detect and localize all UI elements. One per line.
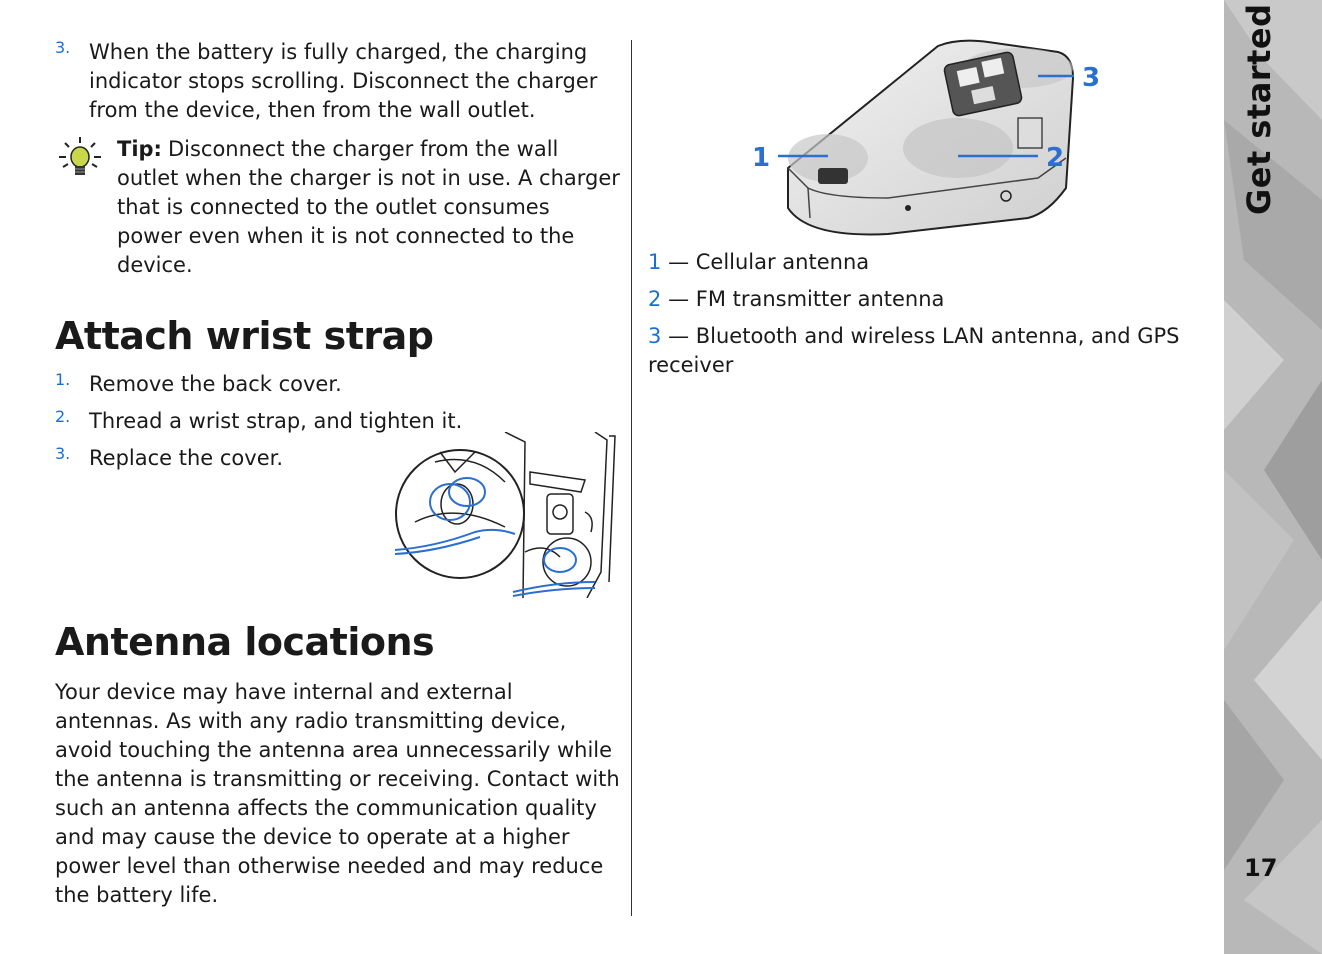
step-number: 2.	[55, 407, 71, 426]
legend-number: 2	[648, 287, 662, 311]
antenna-diagram: 1 2 3	[752, 39, 1100, 236]
page-number: 17	[1244, 854, 1278, 882]
sidebar-texture	[1224, 0, 1322, 954]
diagram-label-2: 2	[1046, 143, 1064, 173]
legend-text: — Cellular antenna	[668, 250, 870, 274]
step-text: Replace the cover.	[89, 446, 284, 470]
antenna-body: Your device may have internal and extern…	[55, 680, 620, 907]
wrist-strap-section: 1. Remove the back cover. 2. Thread a wr…	[55, 370, 620, 620]
legend-text: — FM transmitter antenna	[668, 287, 945, 311]
wrist-strap-heading: Attach wrist strap	[55, 314, 434, 358]
step-number: 3.	[55, 444, 71, 463]
tip-body: Disconnect the charger from the wall out…	[117, 137, 620, 277]
antenna-heading: Antenna locations	[55, 620, 435, 664]
legend-item-3: 3 — Bluetooth and wireless LAN antenna, …	[648, 322, 1188, 380]
column-divider	[631, 40, 632, 916]
right-column: 1 2 3 1 — Cellular antenna 2 — FM transm…	[648, 38, 1188, 388]
section-title: Get started	[1240, 3, 1278, 215]
legend-number: 3	[648, 324, 662, 348]
wrist-step-3: 3. Replace the cover.	[55, 444, 620, 473]
legend-text: — Bluetooth and wireless LAN antenna, an…	[648, 324, 1180, 377]
diagram-label-1: 1	[752, 143, 770, 173]
wrist-step-1: 1. Remove the back cover.	[55, 370, 620, 399]
tip-text: Tip:Disconnect the charger from the wall…	[117, 135, 620, 280]
antenna-legend: 1 — Cellular antenna 2 — FM transmitter …	[648, 248, 1188, 380]
section-sidebar	[1224, 0, 1322, 954]
tip-box: Tip:Disconnect the charger from the wall…	[55, 135, 620, 280]
step-number: 1.	[55, 370, 71, 389]
wrist-step-2: 2. Thread a wrist strap, and tighten it.	[55, 407, 620, 436]
tip-label: Tip:	[117, 137, 162, 161]
diagram-label-3: 3	[1082, 63, 1100, 93]
charging-step-3: 3. When the battery is fully charged, th…	[55, 38, 620, 125]
legend-item-1: 1 — Cellular antenna	[648, 248, 1188, 277]
legend-number: 1	[648, 250, 662, 274]
legend-item-2: 2 — FM transmitter antenna	[648, 285, 1188, 314]
step-text: Remove the back cover.	[89, 372, 342, 396]
left-column: 3. When the battery is fully charged, th…	[55, 38, 620, 910]
wrist-strap-illustration	[395, 432, 616, 598]
step-text: When the battery is fully charged, the c…	[89, 40, 598, 122]
step-number: 3.	[55, 38, 71, 57]
lightbulb-tip-icon	[55, 135, 117, 280]
step-text: Thread a wrist strap, and tighten it.	[89, 409, 463, 433]
